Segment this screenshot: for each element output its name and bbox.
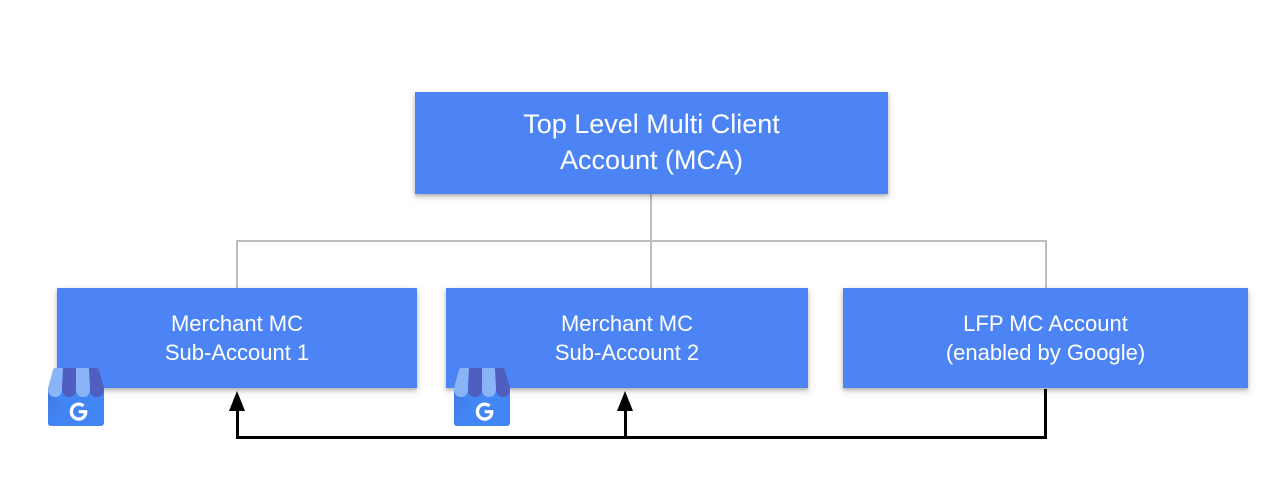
- feedback-arrowhead-sub-account-2: [617, 391, 633, 411]
- connector-drop-sub-account-1: [236, 240, 238, 289]
- connector-drop-sub-account-2: [650, 240, 652, 289]
- feedback-flow-baseline: [236, 436, 1047, 439]
- node-top-level-mca[interactable]: Top Level Multi Client Account (MCA): [415, 92, 888, 194]
- feedback-flow-riser-from-lfp: [1044, 389, 1047, 437]
- feedback-arrowhead-sub-account-1: [229, 391, 245, 411]
- node-merchant-mc-sub-account-2[interactable]: Merchant MC Sub-Account 2: [446, 288, 808, 388]
- node-merchant-mc-sub-account-1[interactable]: Merchant MC Sub-Account 1: [57, 288, 417, 388]
- feedback-flow-stem-to-sub-account-1: [236, 410, 239, 437]
- node-merchant-mc-sub-account-1-label: Merchant MC Sub-Account 1: [164, 310, 310, 365]
- feedback-flow-stem-to-sub-account-2: [624, 410, 627, 437]
- connector-trunk-line: [650, 194, 652, 242]
- connector-drop-lfp-account: [1045, 240, 1047, 289]
- google-business-profile-storefront-icon: [48, 368, 104, 426]
- node-lfp-mc-account[interactable]: LFP MC Account (enabled by Google): [843, 288, 1248, 388]
- node-merchant-mc-sub-account-2-label: Merchant MC Sub-Account 2: [554, 310, 700, 365]
- node-top-level-mca-label: Top Level Multi Client Account (MCA): [523, 109, 780, 175]
- google-g-glyph: [69, 402, 88, 421]
- connector-crossbar-line: [236, 240, 1047, 242]
- node-lfp-mc-account-label: LFP MC Account (enabled by Google): [945, 310, 1146, 365]
- google-g-glyph: [475, 402, 494, 421]
- google-business-profile-storefront-icon: [454, 368, 510, 426]
